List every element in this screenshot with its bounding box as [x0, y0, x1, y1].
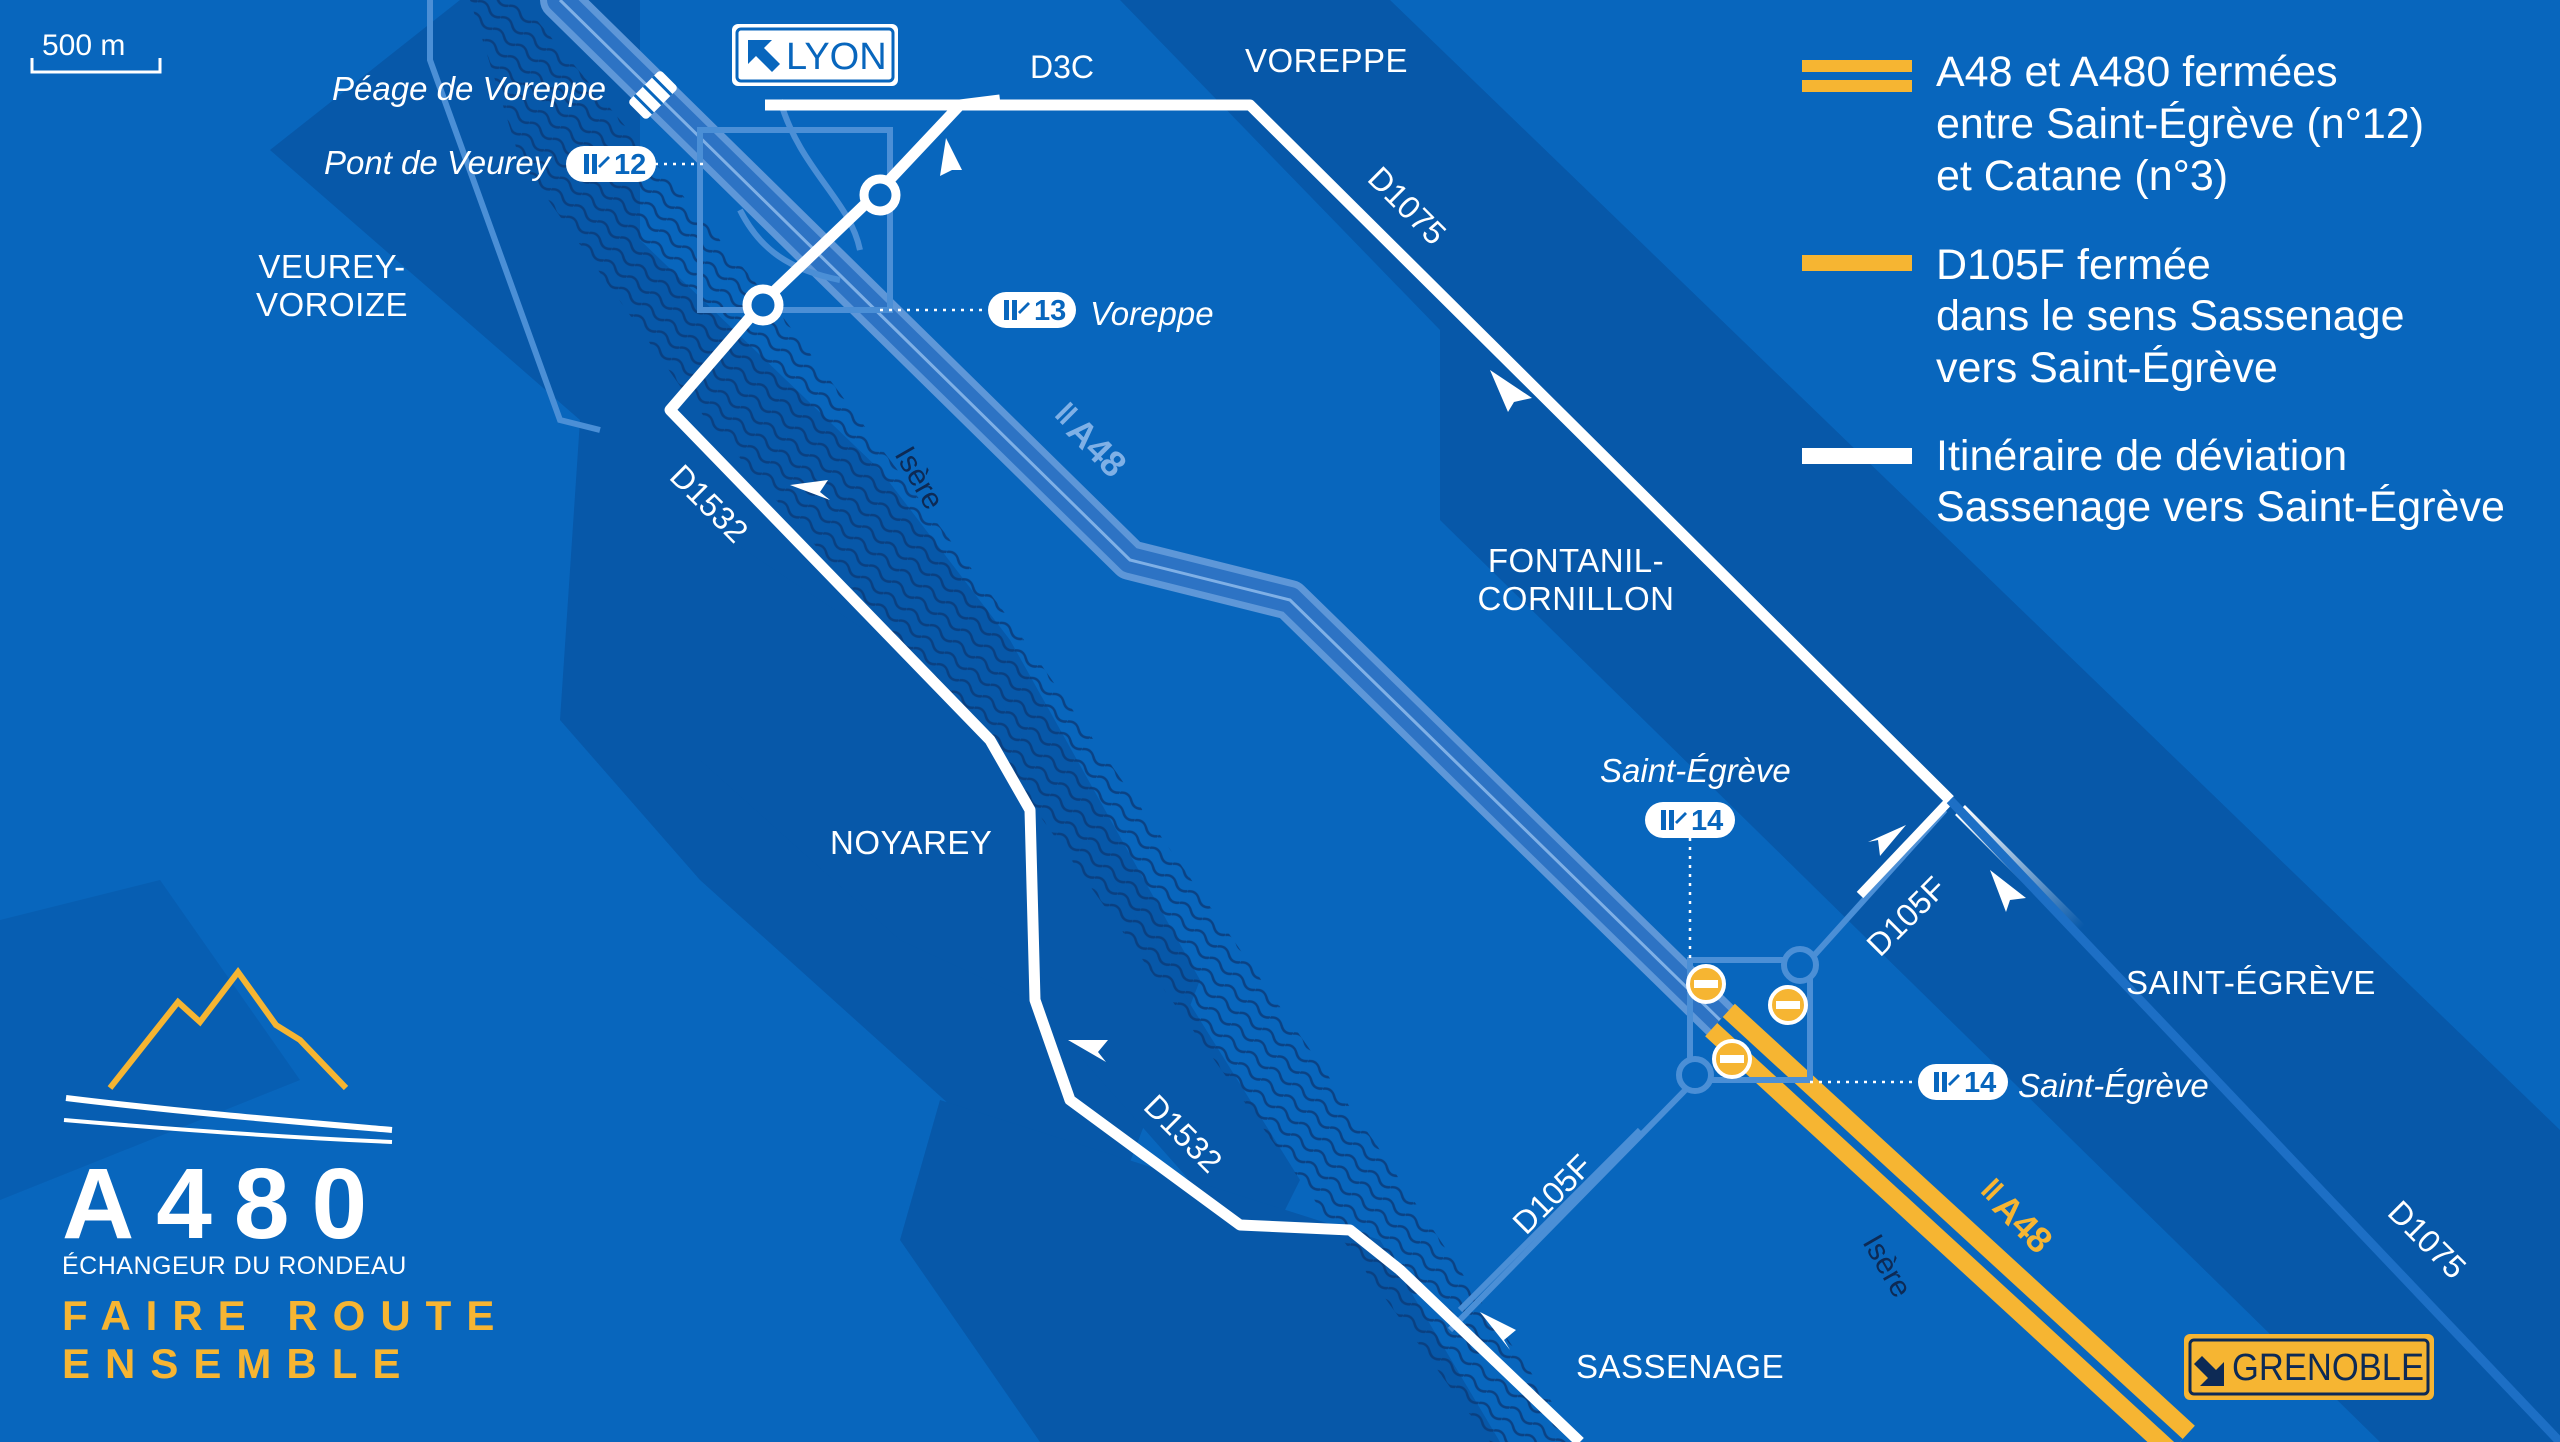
sign-lyon: LYON [732, 24, 898, 86]
mountain-icon [107, 966, 349, 1091]
exit-icon [1934, 1072, 1960, 1092]
svg-text:Itinéraire de déviation: Itinéraire de déviation [1936, 432, 2347, 480]
a48-motorway-closed [1705, 1003, 2195, 1442]
no-entry-icon [1712, 1039, 1752, 1079]
closure-markers [1686, 964, 1808, 1079]
isere-river [470, 0, 1580, 1442]
arrow-southeast-icon [1490, 370, 1532, 412]
sign-lyon-label: LYON [786, 36, 887, 78]
roundabout-saint-egreve-sw [1676, 1056, 1714, 1094]
terrain-band-south [900, 1100, 1500, 1442]
scale-bar: 500 m [30, 29, 162, 74]
place-fontanil-line1: FONTANIL- [1488, 542, 1664, 579]
logo-slogan-line2: ENSEMBLE [62, 1340, 415, 1387]
exit-number-13: 13 [1034, 295, 1066, 327]
arrow-northwest-icon-3 [1480, 1312, 1516, 1350]
arrow-down-right-icon [2194, 1356, 2224, 1386]
arrow-north-icon [940, 138, 962, 176]
terrain-band-isere [700, 520, 1300, 1260]
direction-arrows [790, 138, 2026, 1350]
exit-icon [584, 154, 610, 174]
exit-badge-14-north: 14 [1645, 802, 1735, 838]
white-line-icon [1802, 448, 1912, 464]
exit-number-14-east: 14 [1964, 1067, 1996, 1099]
label-peage-voreppe: Péage de Voreppe [332, 70, 606, 107]
logo-subtitle: ÉCHANGEUR DU RONDEAU [62, 1251, 407, 1280]
roundabout-voreppe-south [742, 284, 784, 326]
place-noyarey: NOYAREY [830, 824, 992, 861]
leader-lines [655, 162, 1915, 1084]
svg-text:entre Saint-Égrève (n°12): entre Saint-Égrève (n°12) [1936, 100, 2424, 148]
place-veurey-line1: VEUREY- [258, 248, 405, 285]
svg-text:dans le sens Sassenage: dans le sens Sassenage [1936, 292, 2405, 340]
legend: A48 et A480 fermées entre Saint-Égrève (… [1802, 48, 2505, 531]
road-label-d3c: D3C [1030, 49, 1094, 85]
label-exit13-voreppe: Voreppe [1090, 295, 1214, 332]
single-yellow-line-icon [1802, 255, 1912, 271]
label-exit14-north: Saint-Égrève [1600, 752, 1791, 789]
place-veurey-line2: VOROIZE [256, 286, 408, 323]
logo-title: A480 [62, 1148, 389, 1260]
no-entry-icon [1686, 964, 1726, 1004]
svg-text:et Catane (n°3): et Catane (n°3) [1936, 152, 2228, 200]
d105f-road-north [1856, 796, 1954, 899]
place-fontanil-line2: CORNILLON [1477, 580, 1674, 617]
arrow-northwest-icon-2 [1068, 1040, 1108, 1062]
svg-text:Sassenage vers Saint-Égrève: Sassenage vers Saint-Égrève [1936, 483, 2505, 531]
sign-grenoble-label: GRENOBLE [2232, 1347, 2424, 1389]
a480-logo: A480 ÉCHANGEUR DU RONDEAU FAIRE ROUTE EN… [62, 966, 509, 1387]
logo-slogan-line1: FAIRE ROUTE [62, 1292, 509, 1339]
double-yellow-line-icon [1802, 60, 1912, 92]
a48-motorway-open [540, 0, 1740, 1040]
exit-badge-13: 13 [988, 292, 1076, 328]
scale-label: 500 m [42, 29, 125, 62]
exit-icon [1004, 300, 1030, 320]
exit-icon [1661, 810, 1687, 830]
d1075-road-south [1946, 796, 2560, 1442]
place-voreppe: VOREPPE [1245, 42, 1408, 79]
place-sassenage: SASSENAGE [1576, 1348, 1784, 1385]
roundabouts [742, 174, 901, 326]
exit-number-14-north: 14 [1691, 805, 1723, 837]
terrain-band-east [1120, 0, 2560, 1442]
sign-grenoble: GRENOBLE [2184, 1334, 2434, 1400]
toll-plaza-icon [629, 71, 677, 119]
motorway-icon [1980, 1177, 2005, 1201]
legend-item-closed-d105f: D105F fermée dans le sens Sassenage vers… [1802, 241, 2405, 392]
arrow-southwest-icon [1868, 825, 1906, 856]
exit-number-12: 12 [614, 149, 646, 181]
no-entry-icon [1768, 985, 1808, 1025]
saint-egreve-interchange-frame [1687, 957, 1813, 1083]
arrow-northwest-icon [790, 480, 830, 500]
legend-item-closed-motorway: A48 et A480 fermées entre Saint-Égrève (… [1802, 48, 2424, 200]
exit-badge-14-east: 14 [1918, 1064, 2008, 1100]
arrow-up-left-icon [748, 40, 780, 72]
roundabout-saint-egreve-ne [1781, 946, 1819, 984]
motorway-icon [1054, 401, 1079, 425]
svg-text:A48 et A480 fermées: A48 et A480 fermées [1936, 48, 2338, 96]
label-exit14-east: Saint-Égrève [2018, 1067, 2209, 1104]
road-swoosh-icon [65, 1095, 393, 1133]
d1075-road [765, 99, 1954, 804]
exit-badge-12: 12 [566, 146, 656, 182]
place-saint-egreve: SAINT-ÉGRÈVE [2126, 964, 2376, 1001]
legend-item-detour: Itinéraire de déviation Sassenage vers S… [1802, 432, 2505, 531]
arrow-southeast-icon-2 [1990, 870, 2026, 912]
roundabout-voreppe-north [859, 174, 901, 216]
label-pont-de-veurey: Pont de Veurey [324, 144, 553, 181]
svg-text:D105F fermée: D105F fermée [1936, 241, 2211, 289]
svg-text:vers Saint-Égrève: vers Saint-Égrève [1936, 344, 2278, 392]
